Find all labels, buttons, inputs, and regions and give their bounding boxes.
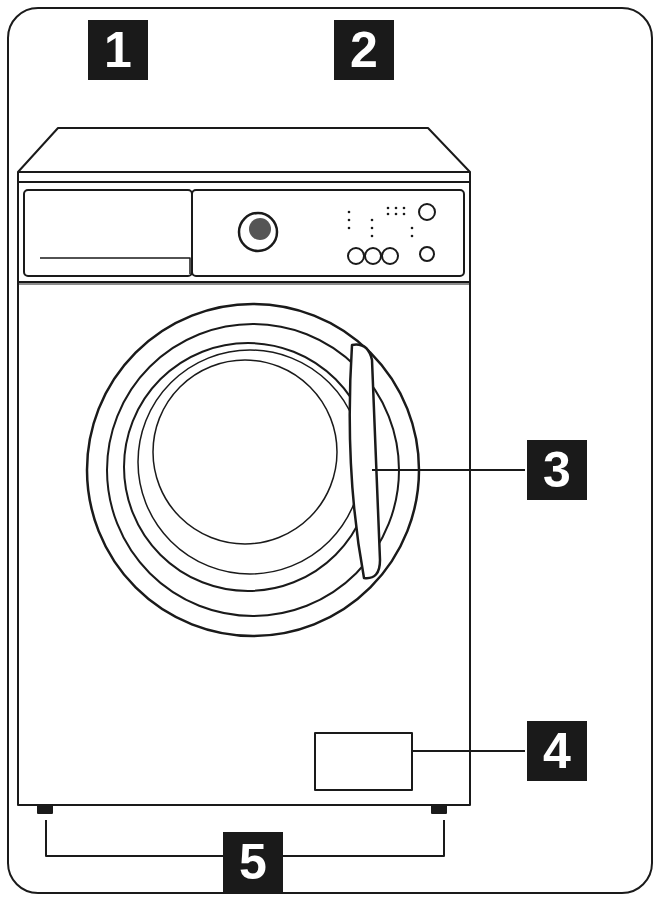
indicator-dots — [348, 207, 414, 238]
indicator-dot — [395, 207, 398, 210]
drawer-handle — [40, 258, 190, 274]
panel-line — [18, 284, 470, 285]
detergent-drawer — [24, 190, 192, 276]
door-glass-inner — [153, 360, 337, 544]
indicator-dot — [348, 219, 351, 222]
button — [382, 248, 398, 264]
panel-line — [18, 281, 470, 283]
callout-number: 1 — [88, 20, 148, 80]
leader-line — [372, 469, 525, 471]
frame-border — [8, 8, 652, 893]
door-glass — [124, 343, 372, 591]
indicator-dot — [371, 219, 374, 222]
leader-line — [412, 750, 525, 752]
button — [365, 248, 381, 264]
indicator-dot — [371, 227, 374, 230]
foot — [38, 805, 52, 813]
door-ring — [87, 304, 419, 636]
door-handle — [350, 345, 380, 579]
lid-edge — [18, 172, 470, 182]
indicator-dot — [387, 207, 390, 210]
callout-number: 3 — [527, 440, 587, 500]
indicator-dot — [403, 207, 406, 210]
door-glass — [138, 350, 362, 574]
indicator-dot — [348, 227, 351, 230]
button — [348, 248, 364, 264]
indicator-dot — [371, 235, 374, 238]
service-panel — [315, 733, 412, 790]
indicator-dot — [403, 213, 406, 216]
button — [420, 247, 434, 261]
control-panel — [192, 190, 464, 276]
callout-number: 2 — [334, 20, 394, 80]
indicator-dot — [348, 211, 351, 214]
indicator-dot — [411, 227, 414, 230]
top-lid — [18, 128, 470, 172]
knob-center — [249, 218, 271, 240]
program-knob — [239, 213, 277, 251]
indicator-dot — [411, 235, 414, 238]
callout-number: 4 — [527, 721, 587, 781]
callout-number: 5 — [223, 832, 283, 892]
indicator-dot — [387, 213, 390, 216]
button — [419, 204, 435, 220]
indicator-dot — [395, 213, 398, 216]
foot — [432, 805, 446, 813]
machine-body — [18, 182, 470, 805]
door-ring — [107, 324, 399, 616]
